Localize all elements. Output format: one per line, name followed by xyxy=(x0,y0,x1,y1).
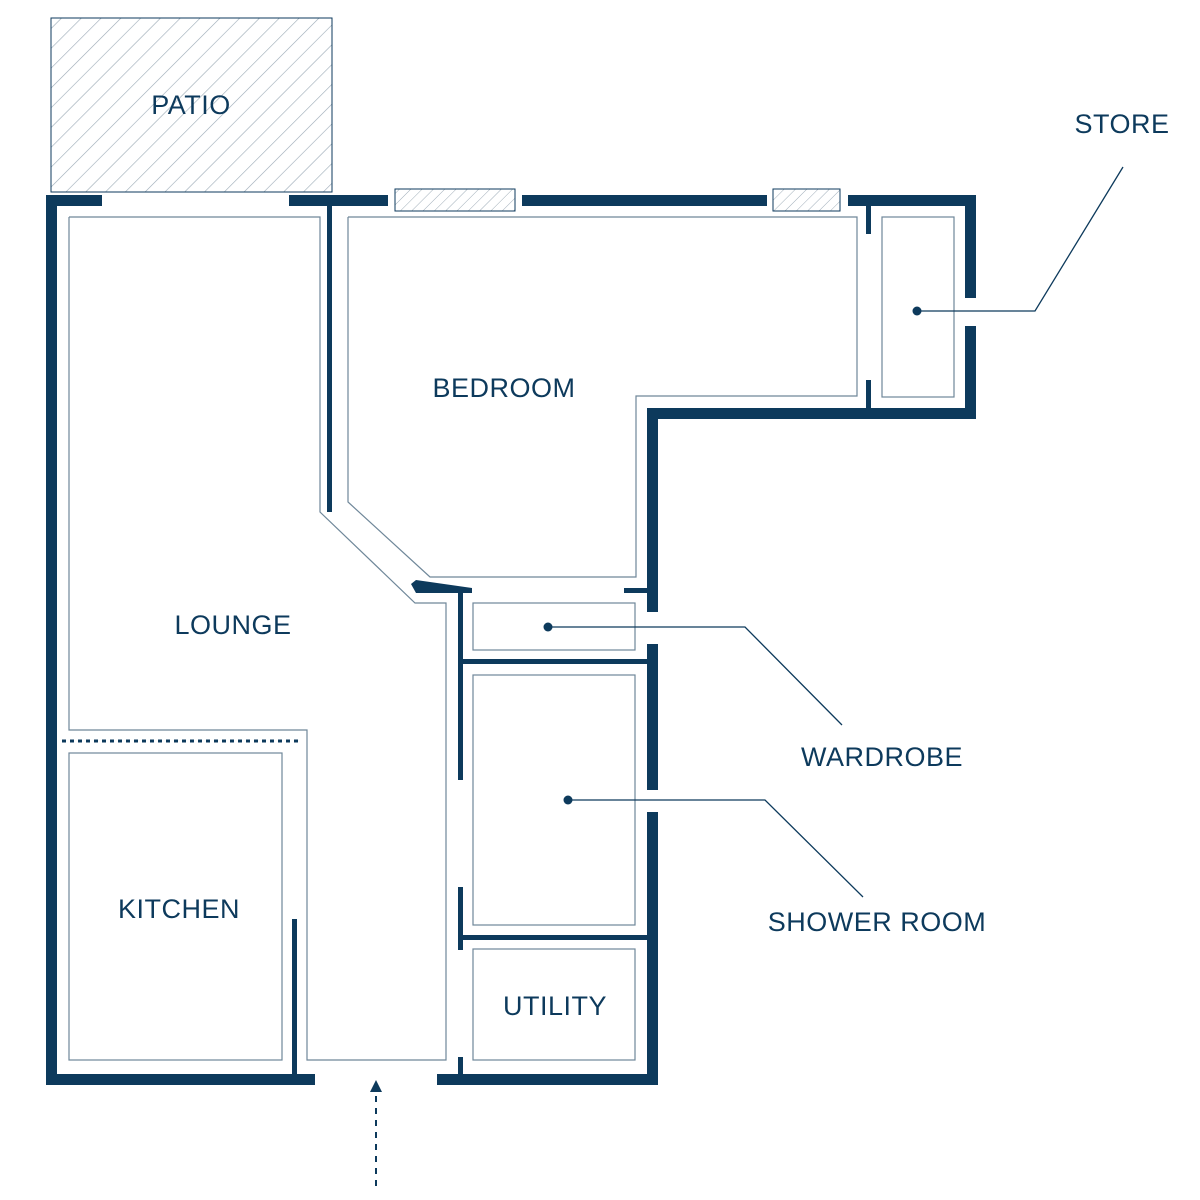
store-leader xyxy=(912,166,1124,316)
wardrobe-leader xyxy=(543,622,843,726)
entry-arrow xyxy=(370,1080,382,1186)
patio xyxy=(50,17,333,193)
bedroom-window-left xyxy=(394,188,516,212)
lounge-label: LOUNGE xyxy=(174,610,291,640)
patio-area xyxy=(50,17,333,193)
store-label: STORE xyxy=(1074,109,1169,139)
bedroom-window-right xyxy=(772,188,841,212)
patio-label: PATIO xyxy=(151,90,231,120)
kitchen-label: KITCHEN xyxy=(118,894,240,924)
walls xyxy=(46,195,976,1085)
shower-room-label: SHOWER ROOM xyxy=(768,907,987,937)
shower-room-leader xyxy=(563,795,864,898)
wardrobe-label: WARDROBE xyxy=(801,742,963,772)
utility-label: UTILITY xyxy=(503,991,607,1021)
bedroom-label: BEDROOM xyxy=(432,373,575,403)
